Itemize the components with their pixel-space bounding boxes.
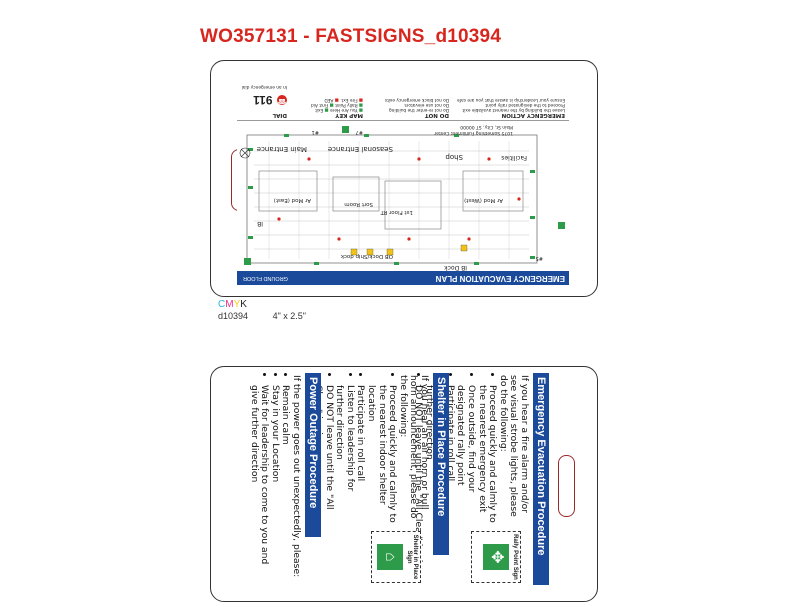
label-rally-5: #5 — [535, 255, 543, 261]
cmyk-y: Y — [233, 299, 241, 310]
dial-number: 911 — [253, 93, 273, 108]
label-ib-dock: IB Dock — [444, 264, 467, 271]
cmyk-c: C — [218, 299, 226, 310]
shelter-procedure-text: If you hear an air horn or bull horn ann… — [312, 375, 430, 525]
address: 1075 Something Fulfillment Center Main S… — [434, 124, 513, 136]
shelter-in-place-sign: Shelter in Place Sign ⌂ — [371, 531, 421, 583]
cmyk-indicator: CMYK — [218, 299, 247, 310]
label-facilities: Facilities — [501, 154, 527, 161]
job-title: WO357131 - FASTSIGNS_d10394 — [200, 26, 502, 47]
card-front: EMERGENCY EVACUATION PLAN GROUND FLOOR — [210, 60, 598, 297]
power-outage-text: If the power goes out unexpectedly, plea… — [248, 375, 302, 580]
emergency-action-title: EMERGENCY ACTION — [501, 112, 565, 118]
label-sort-room: Sort Room — [344, 201, 373, 207]
map-key-title: MAP KEY — [335, 112, 363, 118]
label-rally-1: #1 — [311, 129, 319, 135]
do-not-title: DO NOT — [424, 112, 449, 118]
emergency-action-block: EMERGENCY ACTION Leave the building by t… — [456, 97, 565, 118]
proof-size: 4" x 2.5" — [272, 311, 306, 321]
proof-code: d10394 — [218, 311, 249, 321]
label-ob-dock: OB Dock/Ship dock — [340, 253, 393, 259]
lanyard-slot-back — [558, 455, 575, 517]
floor-plan-map — [237, 123, 569, 269]
rally-point-icon: ✥ — [483, 544, 509, 570]
cmyk-k: K — [240, 299, 247, 310]
do-not-block: DO NOT Do not re-enter the building Do n… — [369, 97, 449, 118]
evacuation-procedure-banner: Emergency Evacuation Procedure — [533, 373, 549, 585]
label-ar-mod-east: Ar Mod (East) — [273, 197, 311, 203]
label-seasonal-entrance: Seasonal Entrance — [327, 145, 393, 153]
power-outage-banner: Power Outage Procedure — [305, 373, 321, 537]
info-panel: EMERGENCY ACTION Leave the building by t… — [237, 72, 569, 121]
label-main-entrance: Main Entrance — [256, 145, 307, 153]
evacuation-plan-title: EMERGENCY EVACUATION PLAN — [435, 274, 565, 283]
label-ar-mod-west: Ar Mod (West) — [464, 197, 503, 203]
label-first-floor: 1st Floor RT — [380, 209, 413, 215]
shelter-icon: ⌂ — [377, 544, 403, 570]
floor-label: GROUND FLOOR — [243, 275, 288, 281]
label-rally-7: #7 — [355, 129, 363, 135]
rally-point-sign: Rally Point Sign ✥ — [471, 531, 521, 583]
shelter-procedure-banner: Shelter in Place Procedure — [433, 373, 449, 555]
label-shop: Shop — [445, 153, 463, 161]
cmyk-m: M — [225, 299, 234, 310]
emergency-phone-icon: ☎ — [277, 95, 287, 106]
card-back: Emergency Evacuation Procedure If you he… — [210, 366, 598, 602]
front-rotated-content: EMERGENCY EVACUATION PLAN GROUND FLOOR — [233, 70, 573, 285]
evacuation-plan-banner: EMERGENCY EVACUATION PLAN GROUND FLOOR — [237, 271, 569, 285]
map-key-block: MAP KEY ■ You Are Here ■ Exit ■ Rally Po… — [293, 97, 363, 118]
back-rotated-content: Emergency Evacuation Procedure If you he… — [219, 373, 549, 598]
proof-meta: d10394 4" x 2.5" — [218, 311, 328, 321]
dial-label: DIAL — [272, 112, 287, 118]
dial-note: In an emergency dial — [241, 84, 287, 89]
dial-block: DIAL ☎ 911 In an emergency dial — [239, 84, 287, 118]
label-ib: IB — [257, 220, 263, 227]
